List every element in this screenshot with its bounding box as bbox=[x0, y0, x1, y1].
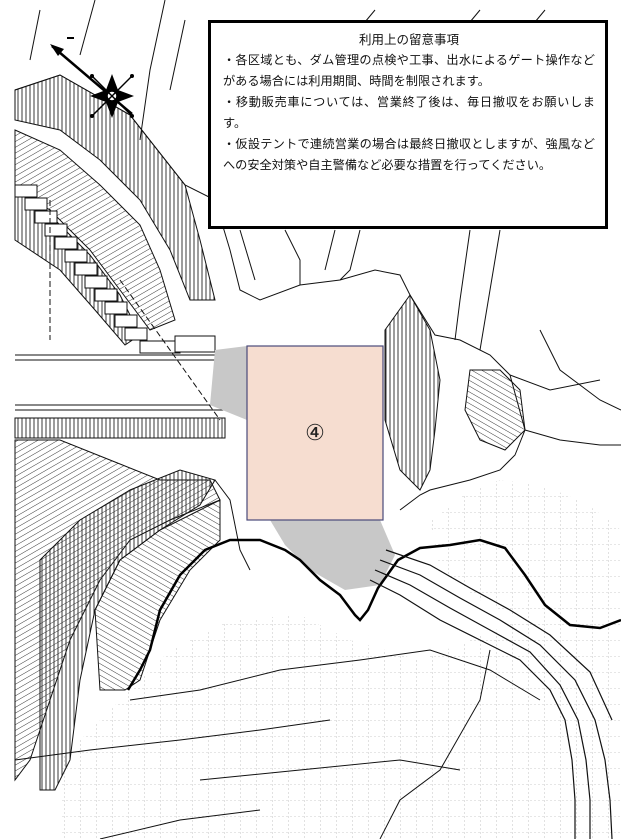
notice-title: 利用上の留意事項 bbox=[358, 32, 459, 47]
dam-crest bbox=[14, 200, 226, 439]
usage-notice-box: 利用上の留意事項 ・各区域とも、ダム管理の点検や工事、出水によるゲート操作などが… bbox=[208, 20, 608, 229]
compass-rose bbox=[50, 37, 134, 118]
grid-area-right bbox=[430, 480, 621, 620]
notice-item: ・仮設テントで連続営業の場合は最終日撤収としますが、強風などへの安全対策や自主警… bbox=[223, 137, 595, 172]
zone-4-area[interactable] bbox=[246, 345, 384, 521]
access-shadow bbox=[210, 346, 395, 590]
river-edge bbox=[126, 538, 621, 691]
notice-item: ・移動販売車については、営業終了後は、毎日撤収をお願いします。 bbox=[223, 95, 595, 130]
grid-area bbox=[60, 600, 621, 839]
right-slope bbox=[384, 294, 526, 491]
contours bbox=[14, 0, 621, 839]
road bbox=[369, 549, 613, 839]
left-slope bbox=[14, 74, 221, 791]
notice-item: ・各区域とも、ダム管理の点検や工事、出水によるゲート操作などがある場合には利用期… bbox=[223, 53, 595, 88]
